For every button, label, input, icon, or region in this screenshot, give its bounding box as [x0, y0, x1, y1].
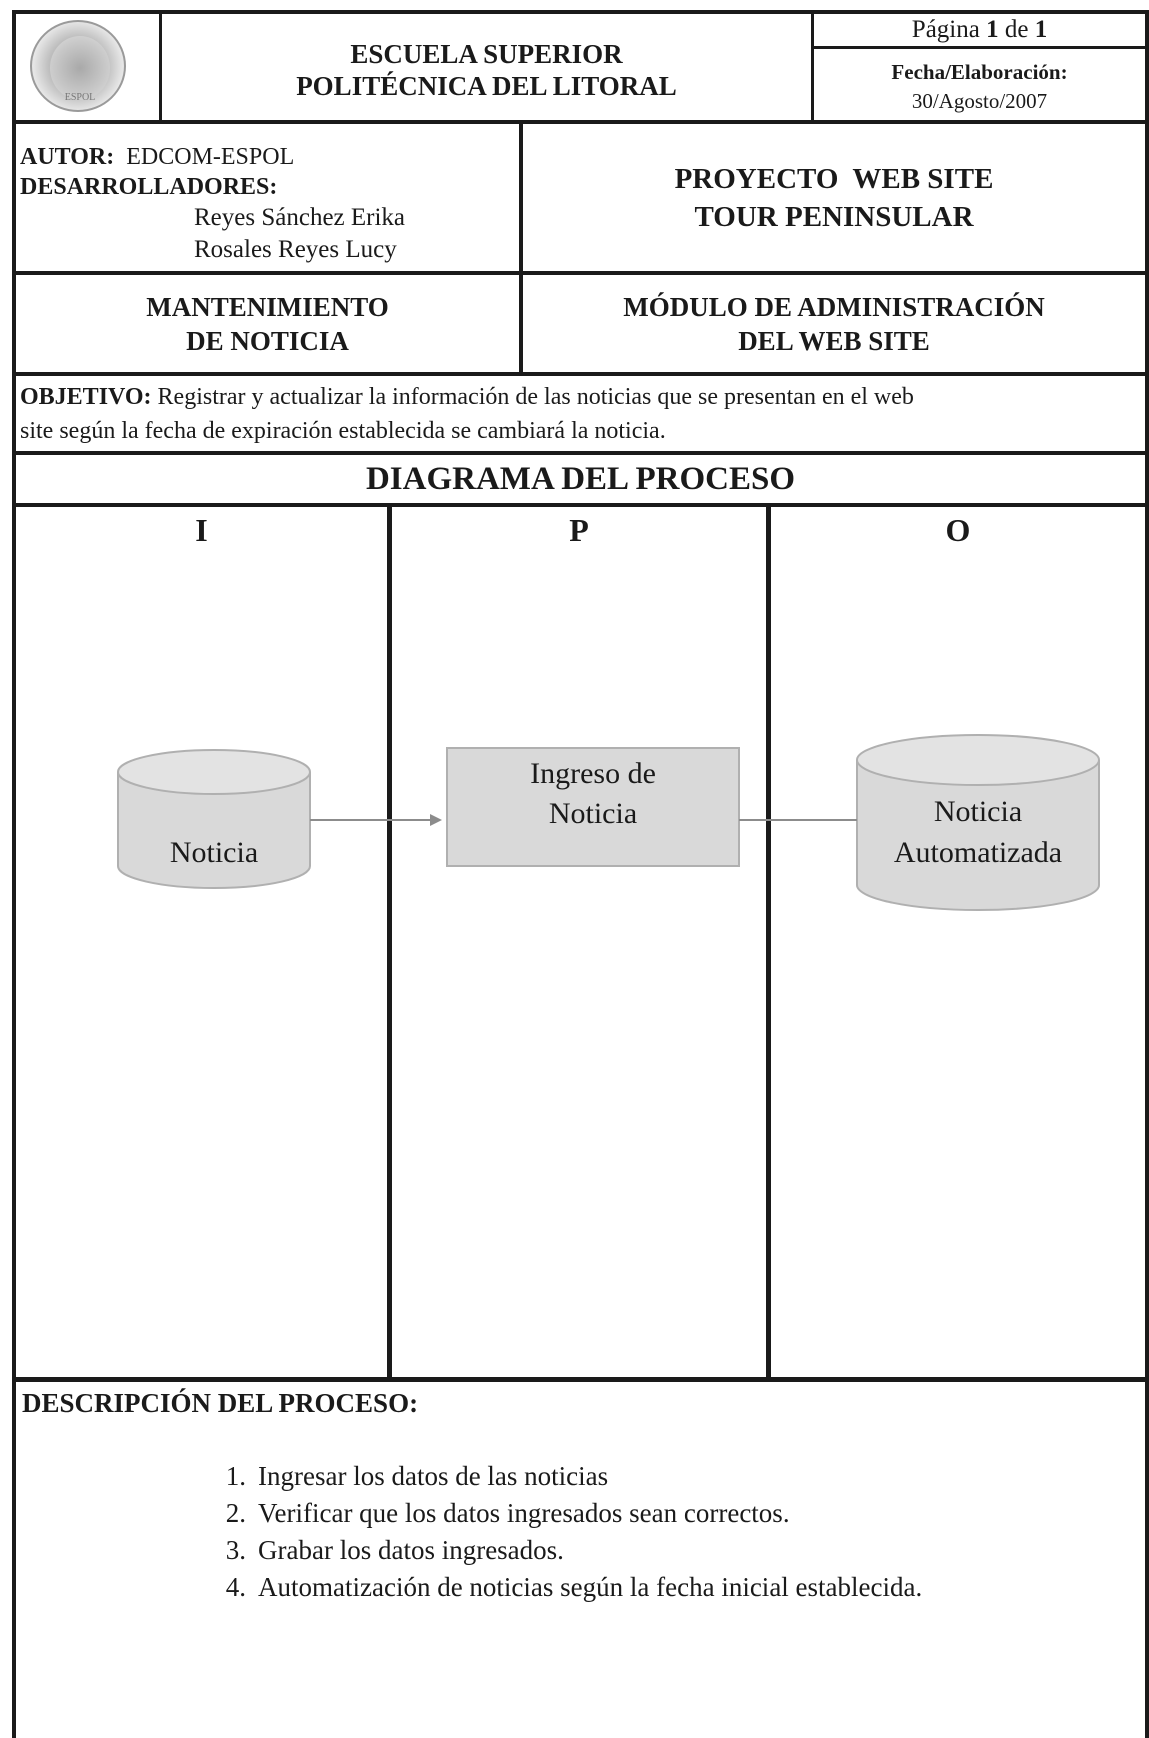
description-title: DESCRIPCIÓN DEL PROCESO: — [22, 1388, 419, 1418]
output-label: Noticia Automatizada — [893, 795, 1063, 869]
input-label: Noticia — [169, 836, 259, 869]
developer-item: Reyes Sánchez Erika — [194, 204, 406, 231]
arrow-input-to-process — [310, 814, 442, 826]
module-title: MÓDULO DE ADMINISTRACIÓN DEL WEB SITE — [623, 291, 1045, 356]
list-item: 3.Grabar los datos ingresados. — [225, 1535, 564, 1565]
section-title: MANTENIMIENTO DE NOTICIA — [146, 291, 389, 356]
output-database-shape — [856, 734, 1100, 911]
objective-label: OBJETIVO: — [20, 384, 152, 410]
institution-seal: ESPOL — [30, 20, 126, 112]
author-value: EDCOM-ESPOL — [126, 144, 295, 170]
date-block: Fecha/Elaboración: 30/Agosto/2007 — [814, 50, 1145, 122]
right-border — [1145, 10, 1149, 1738]
date-label: Fecha/Elaboración: — [891, 60, 1068, 84]
left-border — [12, 10, 16, 1738]
list-item: 4.Automatización de noticias según la fe… — [225, 1572, 923, 1602]
process-steps-list: 1.Ingresar los datos de las noticias 2.V… — [200, 1458, 1140, 1606]
top-border — [12, 10, 1149, 14]
project-title: PROYECTO WEB SITE TOUR PENINSULAR — [674, 162, 994, 233]
developers-label: DESARROLLADORES: — [20, 174, 278, 200]
column-header-input: I — [195, 512, 208, 548]
list-item: 1.Ingresar los datos de las noticias — [225, 1461, 609, 1491]
input-database-shape — [117, 749, 311, 889]
date-value: 30/Agosto/2007 — [911, 89, 1048, 113]
process-label: Ingreso de Noticia — [530, 757, 656, 830]
diagram-title: DIAGRAMA DEL PROCESO — [365, 460, 796, 497]
developer-item: Rosales Reyes Lucy — [194, 236, 397, 263]
institution-name: ESCUELA SUPERIOR POLITÉCNICA DEL LITORAL — [296, 39, 677, 101]
page-indicator: Página 1 de 1 — [911, 16, 1048, 43]
objective-text-continued: site según la fecha de expiración establ… — [20, 418, 666, 444]
author-label: AUTOR: — [20, 144, 115, 170]
objective: OBJETIVO: Registrar y actualizar la info… — [20, 380, 1145, 448]
author-block: AUTOR: EDCOM-ESPOL DESARROLLADORES: Reye… — [20, 142, 515, 266]
list-item: 2.Verificar que los datos ingresados sea… — [225, 1498, 790, 1528]
column-header-output: O — [945, 512, 971, 548]
column-header-process: P — [569, 512, 589, 548]
objective-text: Registrar y actualizar la información de… — [151, 384, 914, 410]
process-box-shape — [446, 747, 740, 867]
